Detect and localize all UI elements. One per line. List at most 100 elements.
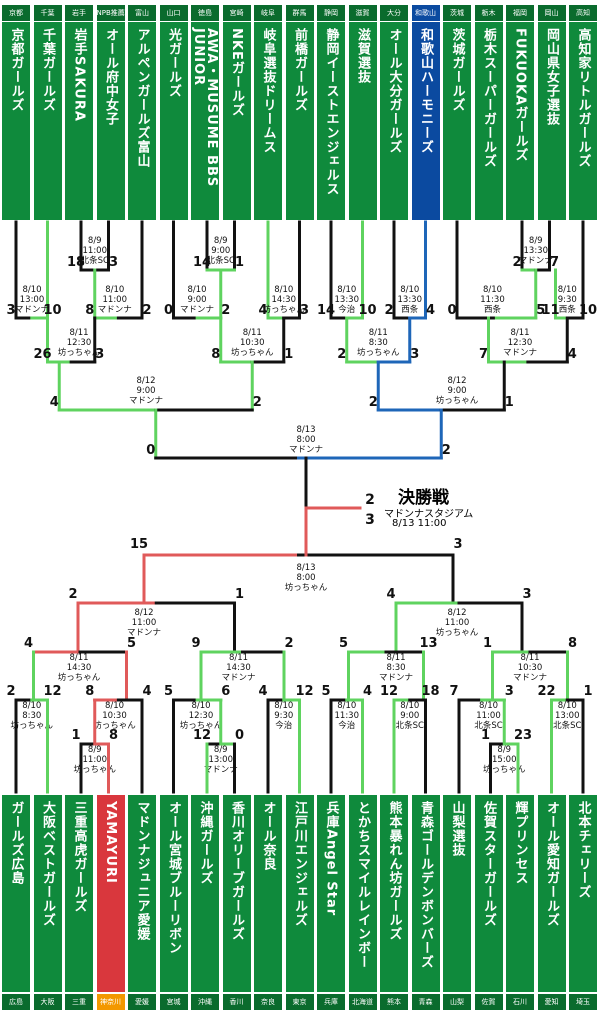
match-score: 7 [550,255,559,270]
team-name-cell: YAMAYURI [96,795,125,992]
match-info: 北条SC [81,255,109,266]
team-pref-label: 広島 [2,994,30,1010]
match-score: 18 [67,255,85,270]
match-info: 8:30 [22,711,41,721]
team-name: 岩手SAKURA [71,28,87,122]
match-score: 1 [235,587,244,602]
match-info: マドンナ [379,673,413,683]
match-score: 8 [85,303,94,318]
team-pref-label: 北海道 [348,994,377,1010]
match-score: 14 [317,303,335,318]
team-pref-label: 愛知 [537,994,566,1010]
team-name: 高知家リトルガールズ [575,28,591,168]
match-info: 8/10 [400,701,419,711]
match-info: 8/10 [187,285,206,295]
team-pref-label: 兵庫 [317,994,345,1010]
team-name-cell: 静岡イーストエンジェルス [317,22,345,220]
match-info: 8:30 [369,338,388,348]
match-info: 15:00 [492,755,517,765]
match-score: 2 [253,395,262,410]
team-name: 山梨選抜 [449,801,465,857]
match-info: 8/10 [483,285,502,295]
team-name: オール奈良 [260,801,276,871]
team-name-cell: 京都ガールズ [2,22,30,220]
match-info: 8/11 [229,653,248,663]
match-info: 11:00 [83,246,108,256]
team-name: 前橋ガールズ [292,28,307,112]
match-info: 8/9 [88,236,102,246]
team-name: 北本チェリーズ [575,801,591,899]
match-info: 8/13 [296,425,315,435]
match-score: 4 [24,636,33,651]
team-name-cell: 滋賀選抜 [348,22,377,220]
match-info: 11:00 [103,295,128,305]
team-pref-label: 熊本 [380,994,408,1010]
match-info: 11:30 [335,711,360,721]
team-pref-label: 徳島 [191,5,219,21]
team-name: 熊本暴れん坊ガールズ [386,801,402,941]
match-score: 13 [419,636,437,651]
team-name: オール府中女子 [103,28,118,126]
match-info: 9:00 [187,295,206,305]
match-info: 坊っちゃん [436,395,479,406]
match-score: 2 [337,347,346,362]
team-name-cell: オール愛知ガールズ [537,795,566,992]
team-pref-label: 沖縄 [191,994,219,1010]
match-score: 12 [193,728,211,743]
match-info: 坊っちゃん [483,764,526,775]
team-name-cell: AWA・MUSUME BBS JUNIOR [191,22,219,220]
match-info: マドンナ [129,396,163,406]
match-info: 今治 [338,304,356,315]
match-info: 北条SC [474,720,502,731]
match-info: 13:30 [524,246,549,256]
match-info: マドンナ [519,256,553,266]
match-score: 5 [536,303,545,318]
match-score: 2 [221,303,230,318]
match-info: 坊っちゃん [357,347,400,358]
team-pref-label: 山口 [159,5,188,21]
match-info: 8/10 [191,701,210,711]
match-info: 8:00 [296,573,315,583]
team-name: 和歌山ハーモニーズ [418,28,433,154]
match-score: 23 [514,728,532,743]
team-name-cell: アルペンガールズ富山 [128,22,156,220]
team-name-cell: 兵庫Angel Star [317,795,345,992]
match-info: 8/10 [274,285,293,295]
match-info: マドンナ [98,305,132,315]
match-info: 8/10 [105,285,124,295]
match-score: 4 [426,303,435,318]
team-pref-label: 富山 [128,5,156,21]
match-info: 8/9 [214,236,228,246]
team-pref-label: 東京 [285,994,314,1010]
match-info: 8:30 [386,663,405,673]
match-score: 4 [386,587,395,602]
team-pref-label: 神奈川 [96,994,125,1010]
team-pref-label: 福岡 [506,5,534,21]
match-score: 3 [453,537,462,552]
team-name-cell: 三重高虎ガールズ [65,795,93,992]
match-info: 8/9 [88,745,102,755]
team-name-cell: 高知家リトルガールズ [569,22,597,220]
team-pref-label: 大分 [380,5,408,21]
team-name: 兵庫Angel Star [323,801,339,917]
team-name: 大阪ベストガールズ [40,801,55,927]
match-info: 西条 [559,304,577,315]
team-pref-label: 岩手 [65,5,93,21]
match-info: 8/12 [447,608,466,618]
team-name: マドンナジュニア愛媛 [134,801,150,941]
match-info: 坊っちゃん [10,720,53,731]
match-score: 2 [442,443,451,458]
match-score: 5 [127,636,136,651]
match-score: 8 [109,728,118,743]
match-score: 4 [142,684,151,699]
team-pref-label: 岐阜 [254,5,282,21]
team-name: 香川オリーブガールズ [229,801,244,941]
team-name: FUKUOKAガールズ [512,28,528,163]
team-pref-label: 岡山 [537,5,566,21]
team-name: 京都ガールズ [8,28,24,112]
team-pref-label: 大阪 [33,994,62,1010]
team-pref-label: 青森 [411,994,440,1010]
match-score: 12 [380,684,398,699]
match-info: 8/11 [520,653,539,663]
team-pref-label: 宮城 [159,994,188,1010]
